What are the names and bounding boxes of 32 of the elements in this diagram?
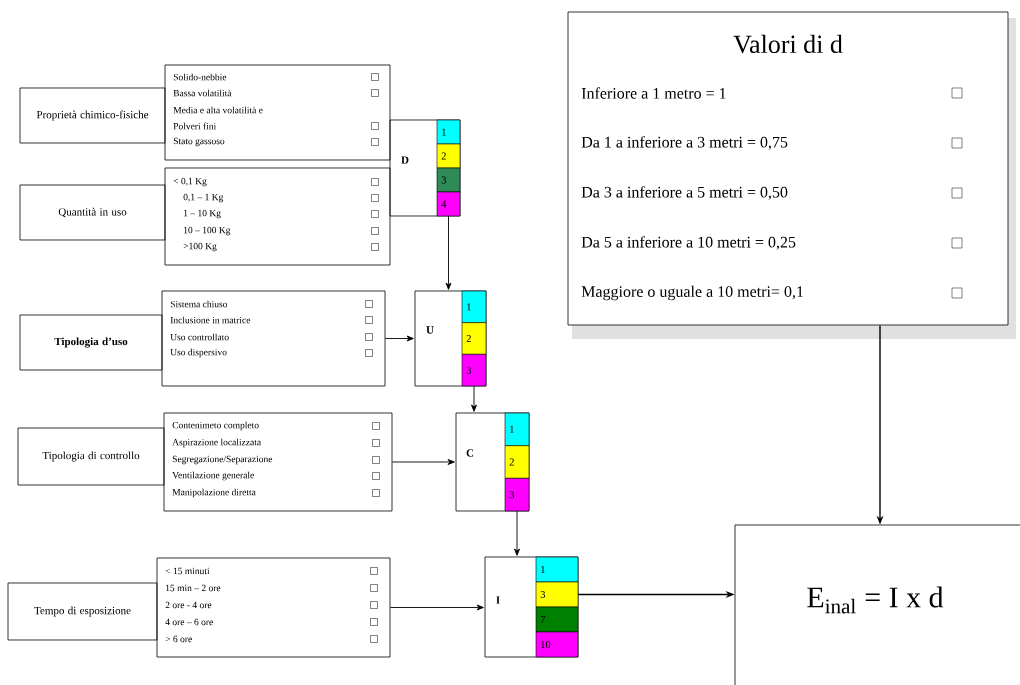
score-cell: 3: [535, 581, 579, 608]
category-box: Quantità in uso: [19, 184, 166, 241]
score-cell: 3: [504, 478, 530, 512]
arrow: [445, 215, 452, 290]
option-list-box: < 0,1 Kg 0,1 – 1 Kg 1 – 10 Kg 10 – 100 Kg >100 Kg: [164, 167, 391, 266]
score-cell: 2: [461, 322, 487, 355]
score-cell: 10: [535, 631, 579, 658]
arrow: [384, 335, 414, 342]
score-cell: 4: [436, 191, 461, 217]
category-box: Tipologia di controllo: [17, 427, 165, 486]
score-cell: 1: [504, 412, 530, 446]
category-box: Proprietà chimico-fisiche: [19, 87, 166, 144]
score-cell: 2: [504, 445, 530, 479]
option-list-box: Solido-nebbie Bassa volatilità Media e alta volatilità e Polveri fini Stato gassoso: [164, 64, 391, 161]
option-list-box: Contenimeto completo Aspirazione localizzata Segregazione/Separazione Ventilazione generale Manipolazione diretta: [163, 412, 393, 512]
score-cell: 2: [436, 143, 461, 169]
score-cell: 3: [436, 167, 461, 193]
values-panel: Valori di d Inferiore a 1 metro = 1 Da 1 a inferiore a 3 metri = 0,75 Da 3 a inferiore a 5 metri = 0,50 Da 5 a inferiore a 10 metri = 0,25 Maggiore o uguale a 10 metri= 0,1: [567, 11, 1009, 326]
arrow: [391, 459, 455, 465]
score-cell: 7: [535, 606, 579, 633]
formula-box: E$_{inal}$ = I x d: [734, 524, 1020, 685]
option-list-box: < 15 minuti 15 min – 2 ore 2 ore - 4 ore 4 ore – 6 ore > 6 ore: [156, 557, 391, 658]
category-box: Tempo di esposizione: [7, 582, 158, 641]
score-cell: 3: [461, 354, 487, 387]
score-cell: 1: [461, 290, 487, 323]
score-cell: 1: [436, 119, 461, 145]
score-cell: 1: [535, 556, 579, 583]
category-box: Tipologia d’uso: [19, 314, 163, 371]
arrow: [471, 385, 477, 412]
arrow: [389, 604, 484, 611]
option-list-box: Sistema chiuso Inclusione in matrice Uso controllato Uso dispersivo: [161, 290, 386, 387]
arrow: [514, 510, 520, 556]
